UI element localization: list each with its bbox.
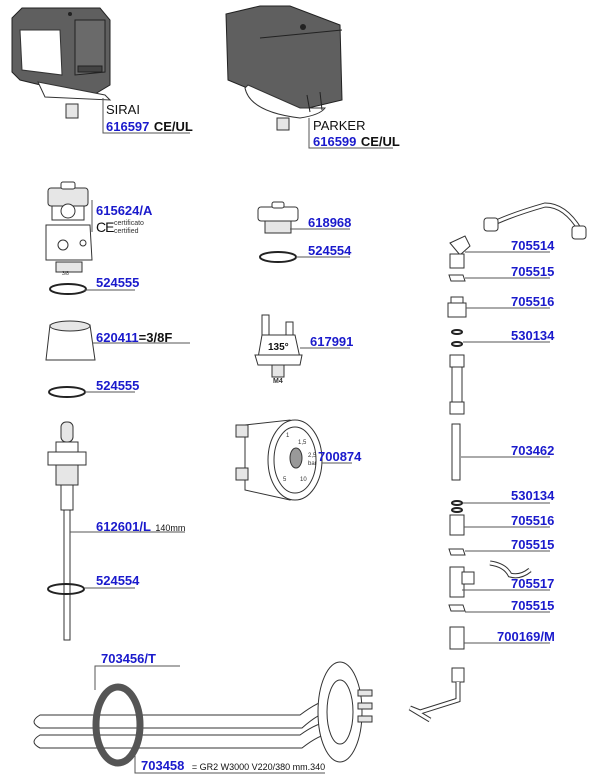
sirai-certification: CE/UL: [153, 119, 193, 134]
kit-part-number[interactable]: 705515: [511, 598, 555, 613]
kit-part-number[interactable]: 705514: [511, 238, 555, 253]
thermostat-illustration: [254, 314, 303, 378]
sirai-part-number[interactable]: 616597: [106, 119, 150, 134]
kit-part-number[interactable]: 705515: [511, 264, 555, 279]
cert-line-it: certificato: [114, 220, 144, 227]
safety-valve-gasket-part-number[interactable]: 524555: [96, 275, 140, 290]
gauge-scale-2-5: 2,5: [308, 453, 317, 459]
kit-part-number[interactable]: 705516: [511, 513, 555, 528]
kit-part-number[interactable]: 530134: [511, 488, 555, 503]
level-probe-part-number[interactable]: 612601/L: [96, 519, 151, 534]
kit-part-number[interactable]: 530134: [511, 328, 555, 343]
sirai-pressostat-illustration: [11, 7, 112, 119]
parker-part-label: 616599 CE/UL: [313, 134, 400, 150]
ce-certification-mark: CE: [96, 219, 114, 236]
thermostat-part-number[interactable]: 617991: [310, 334, 354, 349]
parker-certification: CE/UL: [360, 134, 400, 149]
safety-valve-illustration: [45, 181, 93, 295]
gauge-scale-10: 10: [300, 477, 307, 483]
adapter-size: =3/8F: [138, 330, 173, 345]
manometer-part-number[interactable]: 700874: [318, 449, 362, 464]
level-probe-gasket-part-number[interactable]: 524554: [96, 573, 140, 588]
parker-part-number[interactable]: 616599: [313, 134, 357, 149]
kit-part-number[interactable]: 705517: [511, 576, 555, 591]
adapter-illustration: [45, 320, 96, 398]
leader-lines: [70, 98, 550, 774]
cert-line-en: certified: [114, 228, 139, 235]
level-probe-illustration: [47, 421, 87, 641]
sirai-brand-label: SIRAI: [106, 102, 140, 117]
adapter-gasket-part-number[interactable]: 524555: [96, 378, 140, 393]
thermostat-temperature: 135°: [268, 342, 289, 353]
level-probe-length: 140mm: [155, 523, 186, 533]
thread-mark: 3/8: [62, 271, 69, 277]
thermostat-thread: M4: [273, 378, 283, 385]
plug-gasket-part-number[interactable]: 524554: [308, 243, 352, 258]
gauge-scale-1: 1: [286, 433, 290, 439]
safety-valve-part-number[interactable]: 615624/A: [96, 203, 153, 218]
sirai-part-label: 616597 CE/UL: [106, 119, 193, 135]
kit-part-number[interactable]: 700169/M: [497, 629, 555, 644]
heating-gasket-part-number[interactable]: 703456/T: [101, 651, 156, 666]
level-probe-part-label: 612601/L 140mm: [96, 519, 185, 535]
heating-element-spec: = GR2 W3000 V220/380 mm.340: [191, 762, 326, 772]
adapter-part-number[interactable]: 620411: [96, 330, 139, 345]
adapter-part-label: 620411=3/8F: [96, 330, 172, 346]
manometer-illustration: [235, 419, 323, 501]
parker-pressostat-illustration: [225, 5, 343, 131]
parker-brand-label: PARKER: [313, 118, 366, 133]
gauge-scale-1-5: 1,5: [298, 440, 307, 446]
certification-text: certificato certified: [114, 220, 144, 236]
plug-illustration: [257, 201, 299, 263]
heating-element-illustration: [33, 661, 373, 767]
plug-part-number[interactable]: 618968: [308, 215, 352, 230]
kit-part-number[interactable]: 705516: [511, 294, 555, 309]
heating-element-part-number[interactable]: 703458: [141, 758, 185, 773]
kit-part-number[interactable]: 703462: [511, 443, 555, 458]
ce-mark: CE: [96, 219, 114, 235]
heating-element-part-label: 703458 = GR2 W3000 V220/380 mm.340: [141, 758, 325, 774]
sight-glass-kit-illustration: [408, 202, 587, 723]
kit-part-number[interactable]: 705515: [511, 537, 555, 552]
gauge-unit: bar: [308, 461, 317, 467]
gauge-scale-5: 5: [283, 477, 287, 483]
